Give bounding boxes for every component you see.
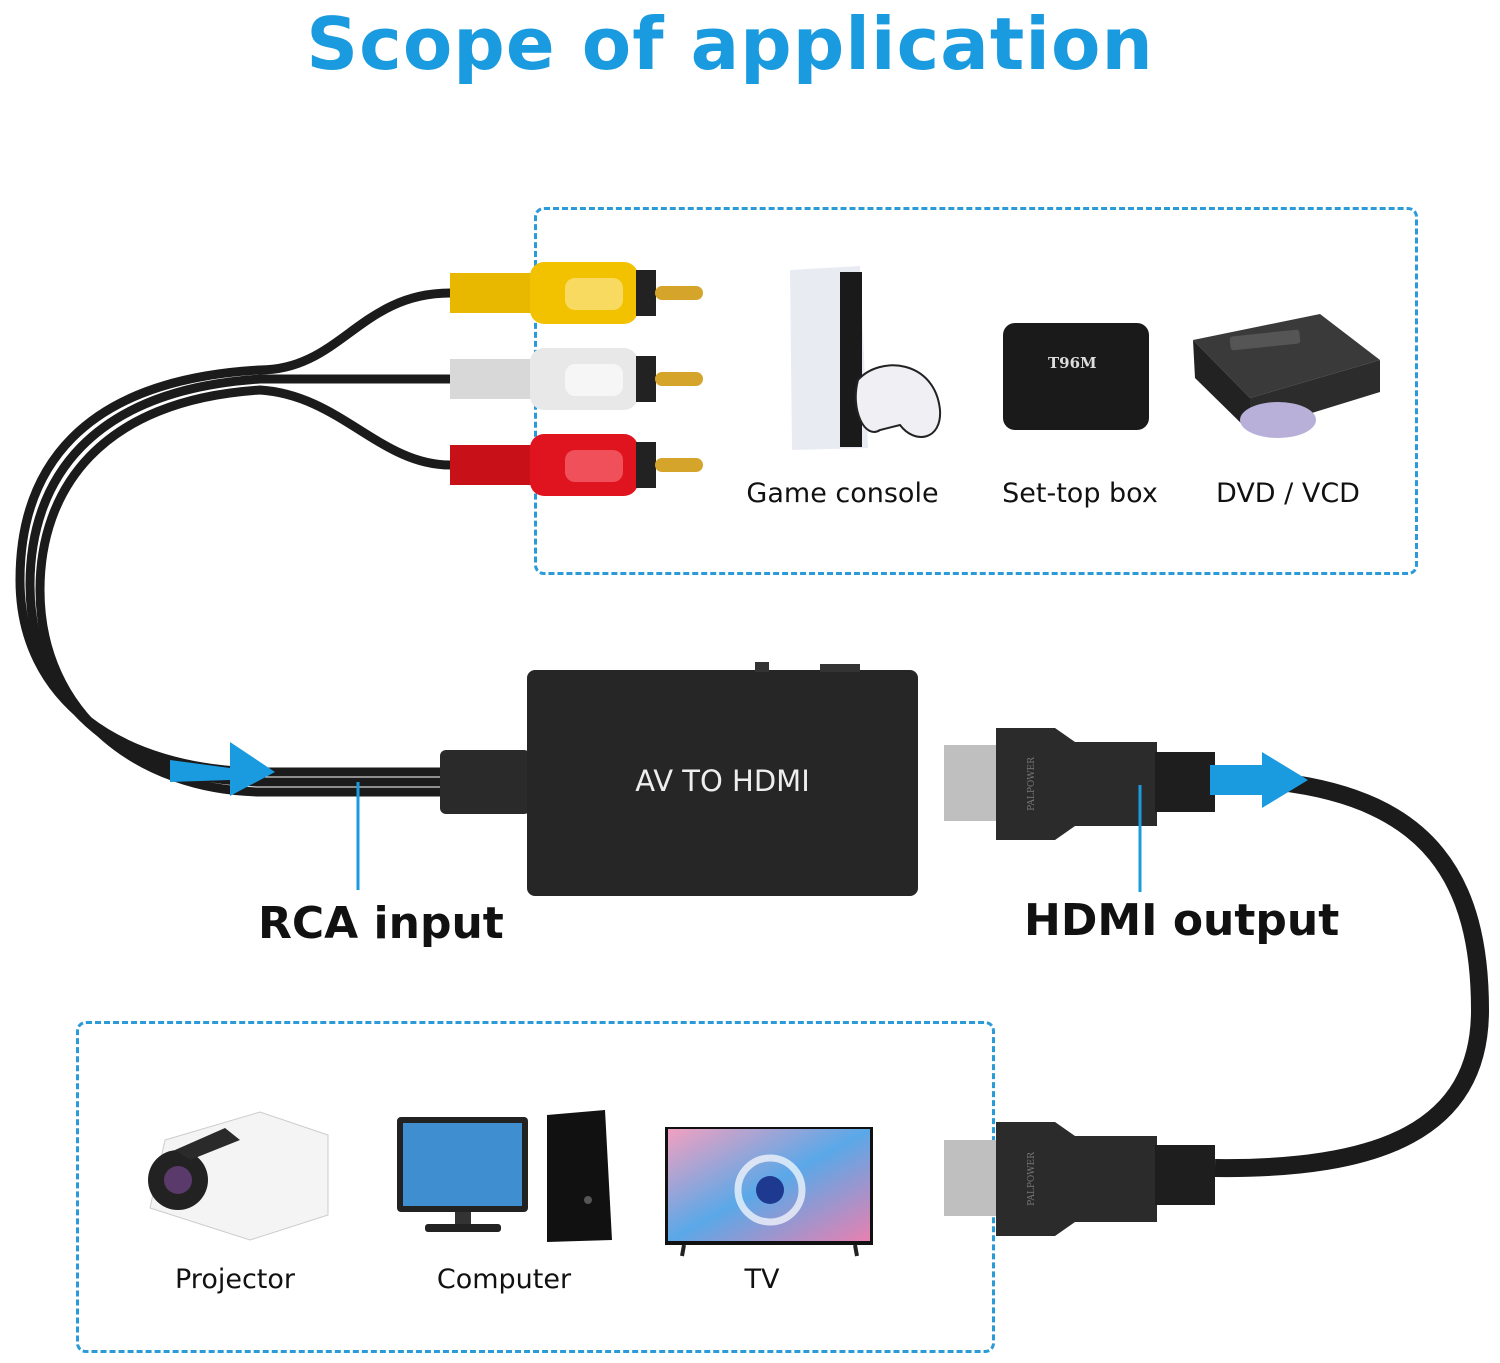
set-top-box-icon: T96M xyxy=(1003,323,1149,430)
strain-relief xyxy=(440,750,530,814)
rca-cables xyxy=(15,288,451,797)
rca-plug-white xyxy=(450,348,703,410)
hdmi-connector-top: PALPOWER xyxy=(944,728,1215,840)
converter-label: AV TO HDMI xyxy=(635,764,810,798)
computer-icon xyxy=(397,1110,612,1242)
label-dvd-vcd: DVD / VCD xyxy=(1216,478,1360,509)
connector-brand-top: PALPOWER xyxy=(1027,757,1037,811)
tv-icon xyxy=(665,1127,873,1257)
converter-box xyxy=(527,670,918,896)
hdmi-cable xyxy=(1214,773,1490,1178)
label-set-top-box: Set-top box xyxy=(1002,478,1158,509)
rca-plug-red xyxy=(450,434,703,496)
label-game-console: Game console xyxy=(746,478,939,509)
rca-input-label: RCA input xyxy=(258,898,504,949)
label-tv: TV xyxy=(744,1264,780,1295)
page-title: Scope of application xyxy=(306,2,1154,86)
label-projector: Projector xyxy=(175,1264,295,1295)
svg-text:T96M: T96M xyxy=(1048,354,1097,372)
arrow-output-icon xyxy=(1210,752,1308,808)
dvd-player-icon xyxy=(1193,314,1380,438)
label-computer: Computer xyxy=(436,1264,572,1295)
rca-plug-yellow xyxy=(450,262,703,324)
hdmi-output-label: HDMI output xyxy=(1024,895,1340,946)
game-console-icon xyxy=(790,266,942,450)
hdmi-connector-bottom: PALPOWER xyxy=(944,1122,1215,1236)
projector-icon xyxy=(148,1111,329,1241)
connector-brand-bottom: PALPOWER xyxy=(1027,1152,1037,1206)
arrow-input-icon xyxy=(170,742,275,796)
